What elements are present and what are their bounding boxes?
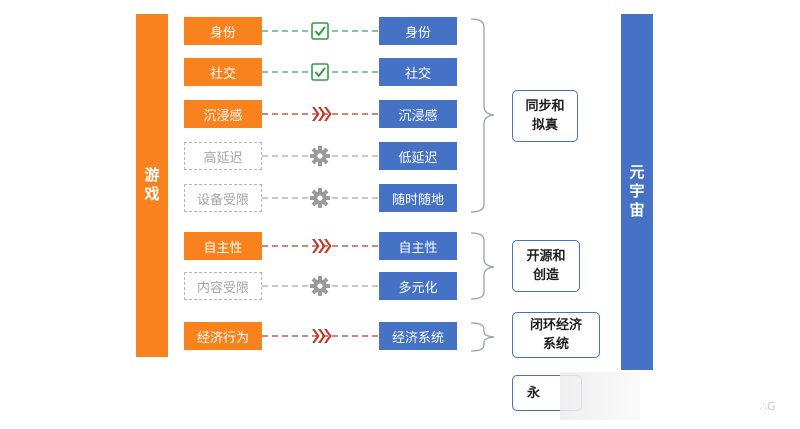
right-box-label: 低延迟 [398, 150, 438, 166]
group-line-1: 永 [527, 385, 541, 401]
gear-icon [310, 146, 330, 166]
group-open-creation: 开源和 创造 [512, 240, 580, 292]
left-box-social: 社交 [184, 58, 262, 86]
chevrons-icon [312, 239, 332, 253]
brace-sync [470, 18, 495, 213]
left-box-high-latency: 高延迟 [184, 142, 262, 170]
left-box-economic-behavior: 经济行为 [184, 322, 262, 350]
gear-icon [310, 276, 330, 296]
left-box-label: 沉浸感 [203, 108, 243, 124]
right-box-label: 经济系统 [391, 330, 444, 346]
left-box-label: 内容受限 [196, 280, 249, 296]
left-box-device-limited: 设备受限 [184, 184, 262, 212]
group-line-2: 创造 [532, 268, 559, 283]
gear-icon [310, 188, 330, 208]
group-sync-realism: 同步和 拟真 [512, 90, 578, 142]
right-box-economic-system: 经济系统 [379, 322, 457, 350]
left-box-autonomy: 自主性 [184, 232, 262, 260]
right-box-social: 社交 [379, 58, 457, 86]
left-box-immersion: 沉浸感 [184, 100, 262, 128]
right-box-label: 沉浸感 [398, 108, 438, 124]
brace-open [470, 232, 495, 300]
group-closed-economy: 闭环经济 系统 [512, 312, 600, 358]
left-box-label: 设备受限 [196, 192, 249, 208]
right-box-autonomy: 自主性 [379, 232, 457, 260]
left-box-label: 身份 [209, 25, 236, 41]
watermark-icon: ∴G [760, 400, 776, 413]
right-box-diversity: 多元化 [379, 272, 457, 300]
group-line-1: 闭环经济 [529, 318, 582, 333]
right-box-label: 随时随地 [391, 192, 444, 208]
left-box-identity: 身份 [184, 17, 262, 45]
check-icon [311, 22, 329, 40]
group-line-1: 同步和 [525, 99, 565, 114]
left-box-content-limited: 内容受限 [184, 272, 262, 300]
right-box-immersion: 沉浸感 [379, 100, 457, 128]
check-icon [311, 63, 329, 81]
right-box-label: 社交 [404, 66, 431, 82]
right-box-identity: 身份 [379, 17, 457, 45]
left-box-label: 经济行为 [196, 330, 249, 346]
group-line-2: 拟真 [531, 118, 558, 133]
right-box-label: 身份 [404, 25, 431, 41]
game-bar: 游戏 [136, 14, 168, 357]
left-box-label: 自主性 [203, 240, 243, 256]
right-box-label: 自主性 [398, 240, 438, 256]
brace-economy [470, 322, 495, 352]
chevrons-icon [312, 329, 332, 343]
right-box-anytime-anywhere: 随时随地 [379, 184, 457, 212]
metaverse-bar: 元宇宙 [621, 14, 653, 370]
connector-icons [310, 22, 332, 343]
left-box-label: 高延迟 [203, 150, 243, 166]
group-braces [470, 18, 495, 352]
right-box-low-latency: 低延迟 [379, 142, 457, 170]
group-line-2: 系统 [542, 337, 569, 352]
metaverse-title: 元宇宙 [627, 163, 646, 221]
chevrons-icon [312, 107, 332, 121]
group-line-1: 开源和 [526, 249, 566, 264]
game-title: 游戏 [142, 166, 161, 205]
blurred-overlay [560, 372, 640, 420]
right-box-label: 多元化 [398, 280, 438, 296]
left-box-label: 社交 [209, 66, 236, 82]
